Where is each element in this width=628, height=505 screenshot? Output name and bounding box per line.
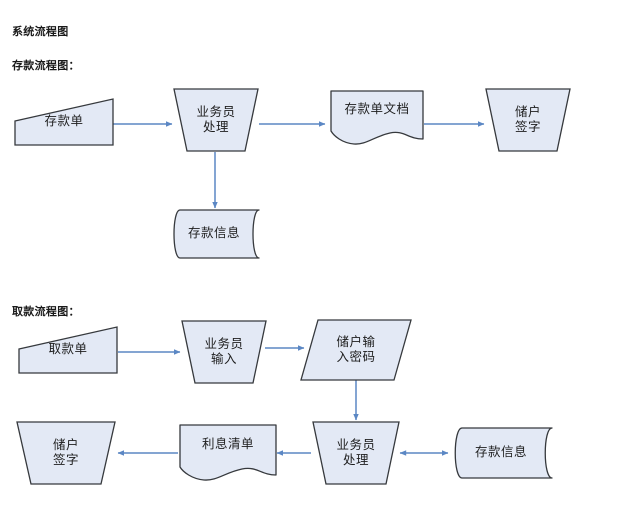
node-clerk-input[interactable]: 业务员 输入 [181, 320, 267, 384]
node-clerk-process-deposit[interactable]: 业务员 处理 [173, 88, 259, 152]
node-depositor-signature-bottom[interactable]: 储户 签字 [16, 421, 116, 485]
node-deposit-slip-document[interactable]: 存款单文档 [330, 90, 424, 146]
node-depositor-signature-top[interactable]: 储户 签字 [485, 88, 571, 152]
node-deposit-info-top[interactable]: 存款信息 [168, 209, 260, 259]
section-heading-deposit: 存款流程图： [12, 60, 80, 72]
node-deposit-slip[interactable]: 存款单 [14, 98, 114, 146]
node-depositor-enter-password[interactable]: 储户输 入密码 [300, 319, 412, 381]
page-title: 系统流程图 [12, 26, 69, 38]
node-clerk-process-withdraw[interactable]: 业务员 处理 [312, 421, 400, 485]
section-heading-withdraw: 取款流程图： [12, 306, 80, 318]
node-interest-statement[interactable]: 利息清单 [179, 424, 277, 482]
node-withdraw-slip[interactable]: 取款单 [18, 326, 118, 374]
node-deposit-info-bottom[interactable]: 存款信息 [449, 427, 553, 479]
